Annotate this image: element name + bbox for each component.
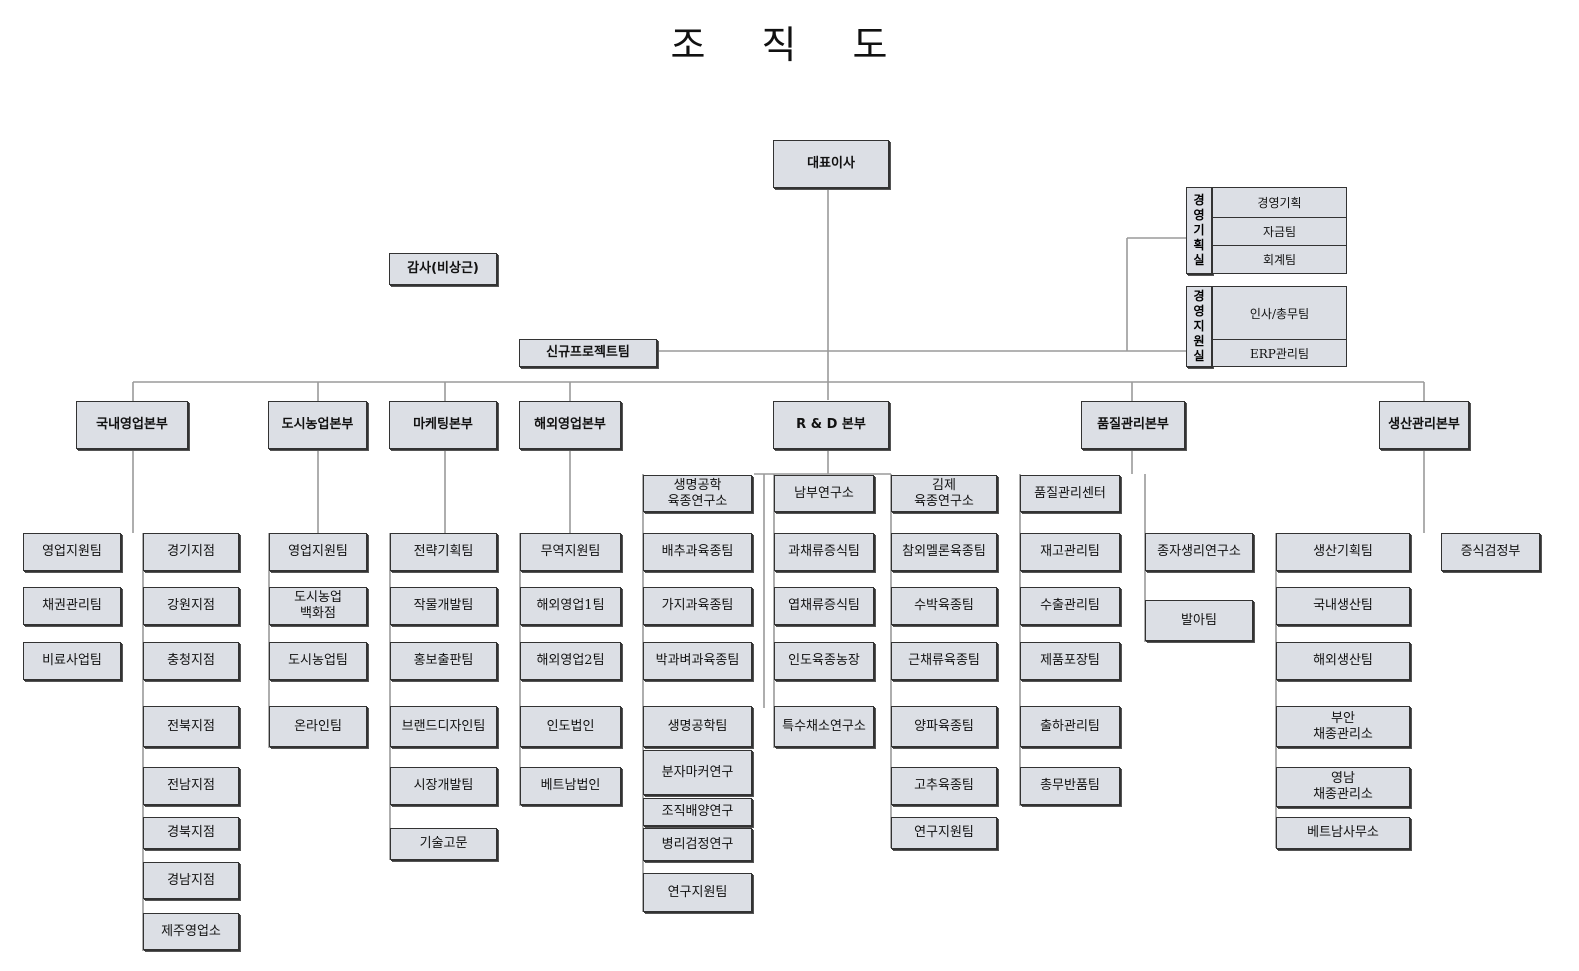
audit-box: 감사(비상근)	[389, 253, 497, 285]
branch-box: 경남지점	[143, 862, 239, 899]
rnd-unit-box: 생명공학팀	[643, 706, 752, 747]
rnd-unit-box: 가지과육종팀	[643, 587, 752, 625]
team-box: 영업지원팀	[23, 533, 121, 571]
quality-unit-box: 총무반품팀	[1020, 767, 1120, 805]
team-box: 작물개발팀	[390, 587, 497, 625]
quality-unit-box: 제품포장팀	[1020, 642, 1120, 680]
division-urban-agri: 도시농업본부	[268, 401, 367, 449]
quality-unit-box: 발아팀	[1145, 600, 1253, 641]
branch-box: 경기지점	[143, 533, 239, 571]
rnd-unit-box: 수박육종팀	[891, 587, 997, 625]
branch-box: 전북지점	[143, 706, 239, 747]
production-unit-box: 영남 채종관리소	[1276, 767, 1410, 807]
team-box: 인도법인	[520, 706, 621, 747]
team-box: 기술고문	[390, 828, 497, 860]
production-unit-box: 부안 채종관리소	[1276, 706, 1410, 747]
rnd-unit-box: 배추과육종팀	[643, 533, 752, 571]
division-rnd: R & D 본부	[773, 401, 889, 449]
rnd-unit-box: 연구지원팀	[891, 817, 997, 849]
rnd-unit-box: 참외멜론육종팀	[891, 533, 997, 571]
finance-team: 자금팀	[1212, 217, 1347, 246]
erp-team: ERP관리팀	[1212, 339, 1347, 367]
team-box: 도시농업 백화점	[269, 587, 367, 625]
team-box: 시장개발팀	[390, 767, 497, 805]
quality-unit-box: 출하관리팀	[1020, 706, 1120, 747]
team-box: 채권관리팀	[23, 587, 121, 625]
production-unit-box: 증식검정부	[1441, 533, 1540, 571]
team-box: 영업지원팀	[269, 533, 367, 571]
rnd-unit-box: 병리검정연구	[643, 828, 752, 861]
production-unit-box: 생산기획팀	[1276, 533, 1410, 571]
accounting-team: 회계팀	[1212, 245, 1347, 274]
team-box: 무역지원팀	[520, 533, 621, 571]
production-unit-box: 국내생산팀	[1276, 587, 1410, 625]
rnd-unit-box: 박과벼과육종팀	[643, 642, 752, 680]
page-title: 조 직 도	[670, 23, 910, 67]
rnd-unit-box: 고추육종팀	[891, 767, 997, 805]
rnd-unit-box: 생명공학 육종연구소	[643, 475, 752, 512]
division-domestic-sales: 국내영업본부	[76, 401, 188, 449]
branch-box: 경북지점	[143, 817, 239, 849]
team-box: 해외영업2팀	[520, 642, 621, 680]
rnd-unit-box: 남부연구소	[774, 475, 874, 512]
new-project-team-box: 신규프로젝트팀	[519, 339, 657, 367]
team-box: 전략기획팀	[390, 533, 497, 571]
ceo-box: 대표이사	[773, 140, 889, 188]
production-unit-box: 해외생산팀	[1276, 642, 1410, 680]
division-marketing: 마케팅본부	[389, 401, 497, 449]
division-overseas-sales: 해외영업본부	[519, 401, 621, 449]
team-box: 비료사업팀	[23, 642, 121, 680]
team-box: 해외영업1팀	[520, 587, 621, 625]
team-box: 온라인팀	[269, 706, 367, 747]
branch-box: 충청지점	[143, 642, 239, 680]
team-box: 홍보출판팀	[390, 642, 497, 680]
quality-unit-box: 재고관리팀	[1020, 533, 1120, 571]
team-box: 브랜드디자인팀	[390, 706, 497, 747]
production-unit-box: 베트남사무소	[1276, 817, 1410, 849]
branch-box: 전남지점	[143, 767, 239, 805]
team-box: 도시농업팀	[269, 642, 367, 680]
rnd-unit-box: 분자마커연구	[643, 750, 752, 795]
quality-unit-box: 수출관리팀	[1020, 587, 1120, 625]
hr-general-team: 인사/총무팀	[1212, 286, 1347, 340]
branch-box: 제주영업소	[143, 913, 239, 950]
mgmt-planning-team: 경영기획	[1212, 187, 1347, 218]
quality-unit-box: 품질관리센터	[1020, 475, 1120, 512]
division-production: 생산관리본부	[1379, 401, 1469, 449]
team-box: 베트남법인	[520, 767, 621, 805]
rnd-unit-box: 특수채소연구소	[774, 706, 874, 747]
rnd-unit-box: 김제 육종연구소	[891, 475, 997, 512]
mgmt-planning-office-label: 경 영 기 획 실	[1186, 187, 1212, 274]
mgmt-support-office-label: 경 영 지 원 실	[1186, 286, 1212, 367]
rnd-unit-box: 근채류육종팀	[891, 642, 997, 680]
quality-unit-box: 종자생리연구소	[1145, 533, 1253, 571]
rnd-unit-box: 조직배양연구	[643, 798, 752, 826]
rnd-unit-box: 과채류증식팀	[774, 533, 874, 571]
rnd-unit-box: 연구지원팀	[643, 873, 752, 912]
rnd-unit-box: 인도육종농장	[774, 642, 874, 680]
division-quality: 품질관리본부	[1081, 401, 1185, 449]
rnd-unit-box: 양파육종팀	[891, 706, 997, 747]
rnd-unit-box: 엽채류증식팀	[774, 587, 874, 625]
branch-box: 강원지점	[143, 587, 239, 625]
